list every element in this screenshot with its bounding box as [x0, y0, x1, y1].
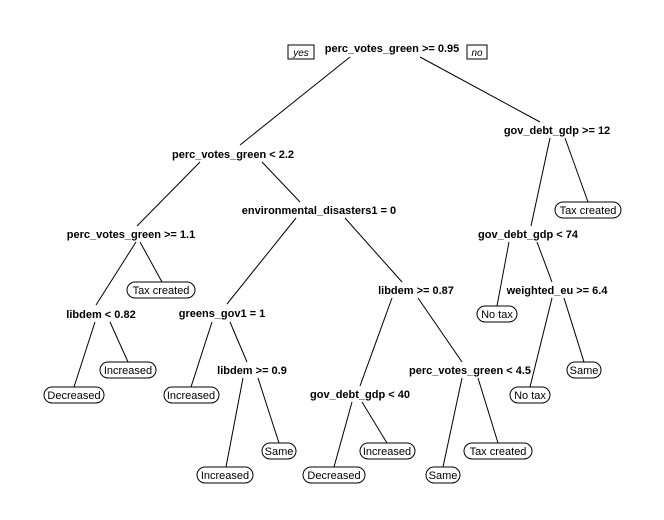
leaf-label: Decreased: [307, 470, 360, 482]
split-lrl: greens_gov1 = 1: [179, 308, 266, 320]
leaf-box: [554, 201, 622, 219]
leaf-llr: Tax created: [126, 281, 196, 299]
edge-rlr-to-rlrl: [529, 297, 553, 388]
edge-root-to-l: [239, 56, 351, 146]
leaf-rll: No tax: [476, 305, 518, 323]
edge-lrr-to-lrrr: [417, 297, 463, 363]
leaf-label: Increased: [167, 390, 215, 402]
edge-ll-to-lll: [95, 241, 137, 306]
split-lrrr: perc_votes_green < 4.5: [409, 365, 531, 377]
edge-lrr-to-lrrl: [359, 297, 393, 387]
leaf-label: Tax created: [470, 446, 527, 458]
edge-r-to-rr: [564, 137, 589, 203]
leaf-box: [43, 386, 105, 404]
edge-ll-to-llr: [139, 241, 163, 283]
leaf-box: [126, 281, 196, 299]
edge-lrl-to-lrll: [190, 321, 213, 388]
edge-l-to-lr: [261, 161, 301, 203]
edge-lrl-to-lrlr: [229, 321, 248, 363]
leaf-label: Increased: [104, 365, 152, 377]
edge-rl-to-rlr: [536, 241, 553, 283]
leaf-lrrrr: Tax created: [463, 442, 533, 460]
split-lr: environmental_disasters1 = 0: [242, 205, 396, 217]
leaf-llll: Decreased: [43, 386, 105, 404]
leaf-lrll: Increased: [163, 386, 220, 404]
yes-label-box: [287, 44, 315, 60]
no-label-box: [466, 44, 488, 60]
leaf-label: Same: [570, 365, 599, 377]
leaf-box: [425, 466, 461, 484]
edge-lrrr-to-lrrrl: [442, 377, 463, 468]
leaf-label: Increased: [363, 446, 411, 458]
leaf-box: [163, 386, 220, 404]
edge-lrlr-to-lrlrl: [225, 377, 244, 468]
leaf-label: Tax created: [133, 285, 190, 297]
tree-edges: [73, 56, 589, 468]
leaf-box: [476, 305, 518, 323]
leaf-lllr: Increased: [99, 361, 157, 379]
edge-lrrr-to-lrrrr: [477, 377, 499, 444]
leaf-label: Same: [265, 446, 294, 458]
split-l: perc_votes_green < 2.2: [172, 149, 294, 161]
leaf-box: [509, 386, 551, 404]
edge-lrrl-to-lrrll: [333, 401, 353, 468]
leaf-box: [463, 442, 533, 460]
leaf-lrlrr: Same: [261, 442, 297, 460]
leaf-nodes: Decreased Increased Tax created Increase…: [43, 201, 622, 484]
edge-lrlr-to-lrlrr: [257, 377, 280, 444]
leaf-box: [566, 361, 602, 379]
leaf-rlrl: No tax: [509, 386, 551, 404]
leaf-box: [359, 442, 416, 460]
edge-lll-to-llll: [73, 321, 96, 388]
leaf-label: Tax created: [560, 205, 617, 217]
leaf-rr: Tax created: [554, 201, 622, 219]
leaf-lrrrl: Same: [425, 466, 461, 484]
leaf-label: Decreased: [47, 390, 100, 402]
split-rlr: weighted_eu >= 6.4: [506, 285, 609, 297]
split-rl: gov_debt_gdp < 74: [478, 229, 579, 241]
split-root: perc_votes_green >= 0.95: [325, 43, 460, 55]
leaf-lrrll: Decreased: [302, 466, 366, 484]
branch-direction-labels: yes no: [287, 44, 488, 60]
edge-lll-to-lllr: [109, 321, 129, 363]
leaf-label: Same: [429, 470, 458, 482]
leaf-box: [196, 466, 254, 484]
edge-lr-to-lrl: [226, 217, 297, 305]
split-conditions: perc_votes_green >= 0.95 perc_votes_gree…: [66, 43, 610, 401]
leaf-box: [261, 442, 297, 460]
split-r: gov_debt_gdp >= 12: [504, 125, 610, 137]
edge-root-to-r: [419, 56, 541, 123]
split-lrrl: gov_debt_gdp < 40: [310, 389, 410, 401]
leaf-label: Increased: [201, 470, 249, 482]
edge-r-to-rl: [530, 137, 551, 227]
leaf-rlrr: Same: [566, 361, 602, 379]
edge-lr-to-lrr: [344, 217, 403, 283]
edge-rlr-to-rlrr: [563, 297, 585, 363]
leaf-box: [302, 466, 366, 484]
leaf-label: No tax: [514, 390, 546, 402]
leaf-lrrlr: Increased: [359, 442, 416, 460]
split-ll: perc_votes_green >= 1.1: [67, 229, 195, 241]
split-lrr: libdem >= 0.87: [378, 285, 454, 297]
edge-l-to-ll: [136, 161, 201, 227]
leaf-label: No tax: [481, 309, 513, 321]
edge-lrrl-to-lrrlr: [361, 401, 388, 444]
split-lrlr: libdem >= 0.9: [217, 365, 287, 377]
no-label: no: [471, 48, 483, 59]
edge-rl-to-rll: [496, 241, 510, 307]
split-lll: libdem < 0.82: [66, 309, 135, 321]
leaf-lrlrl: Increased: [196, 466, 254, 484]
yes-label: yes: [292, 48, 309, 59]
leaf-box: [99, 361, 157, 379]
